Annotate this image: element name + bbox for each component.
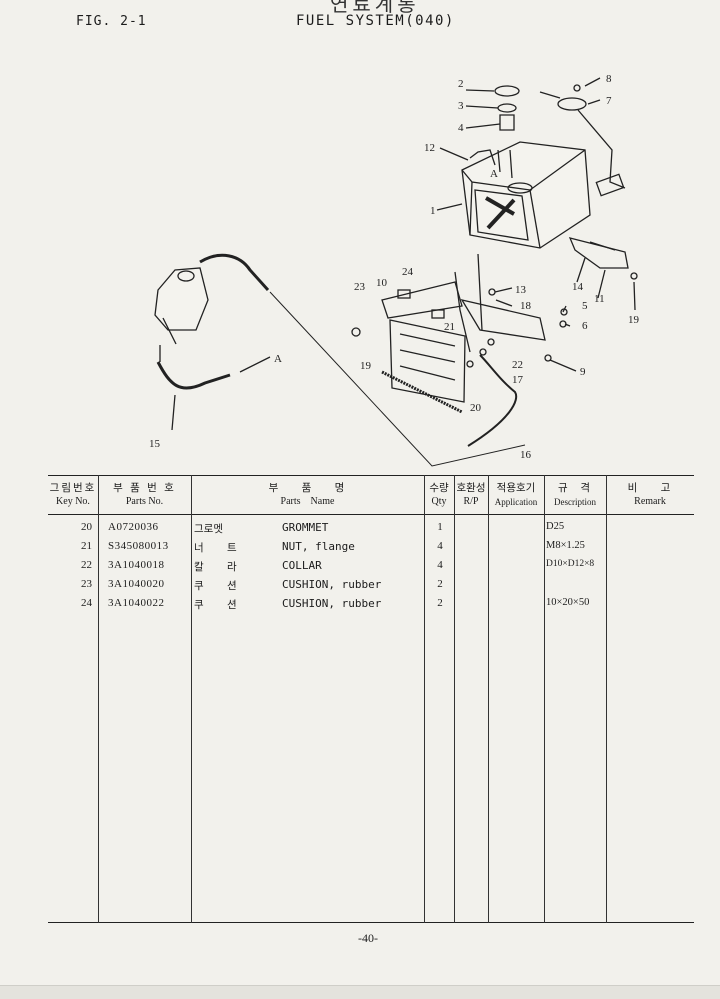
callout-4: 4	[458, 122, 464, 134]
callout-2: 2	[458, 78, 464, 90]
cell-qty: 4	[437, 540, 443, 552]
cell-key: 21	[81, 540, 92, 552]
callout-21: 21	[444, 321, 455, 333]
cell-name-en: COLLAR	[282, 559, 322, 572]
cell-key: 24	[81, 597, 92, 609]
callout-1: 1	[430, 205, 436, 217]
cell-qty: 2	[437, 597, 443, 609]
callout-13: 13	[515, 284, 527, 296]
callout-12: 12	[424, 142, 435, 154]
callout-9: 9	[580, 366, 586, 378]
figure-number: FIG. 2-1	[76, 14, 147, 29]
figure-title: FUEL SYSTEM(040)	[296, 13, 455, 29]
col-divider	[606, 475, 607, 923]
callout-6: 6	[582, 320, 588, 332]
callout-10: 10	[376, 277, 388, 289]
cell-qty: 2	[437, 578, 443, 590]
cell-part-no: 3A1040022	[108, 597, 165, 609]
cell-name-ko: 쿠 션	[194, 599, 247, 611]
callout-18: 18	[520, 300, 532, 312]
cell-name-ko: 칼 라	[194, 561, 247, 573]
cell-name-en: NUT, flange	[282, 540, 355, 553]
cell-part-no: 3A1040020	[108, 578, 165, 590]
page-number: -40-	[358, 931, 378, 945]
cell-name-ko: 쿠 션	[194, 580, 247, 592]
cell-description: M8×1.25	[546, 540, 585, 551]
cell-name-en: GROMMET	[282, 521, 329, 534]
cut-off-heading: 연료계통	[330, 0, 420, 16]
table-row: 21 S345080013 너 트 NUT, flange 4 M8×1.25	[48, 540, 694, 559]
callout-14: 14	[572, 281, 584, 293]
callout-A-tank: A	[490, 168, 498, 180]
callout-labels: 2 3 4 8 7 12 A 1 24 10 23 13 18 14 11 5 …	[149, 73, 640, 461]
table-header-rule	[48, 514, 694, 515]
cell-name-ko: 너 트	[194, 542, 247, 554]
table-row: 24 3A1040022 쿠 션 CUSHION, rubber 2 10×20…	[48, 597, 694, 616]
callout-16: 16	[520, 449, 532, 461]
cell-part-no: S345080013	[108, 540, 169, 552]
exploded-diagram: 2 3 4 8 7 12 A 1 24 10 23 13 18 14 11 5 …	[149, 73, 640, 467]
cell-description: 10×20×50	[546, 597, 590, 608]
cell-description: D10×D12×8	[546, 559, 595, 569]
fuel-tank-drawing	[154, 77, 638, 467]
callout-11: 11	[594, 293, 605, 305]
cell-name-ko: 그로멧	[194, 523, 223, 535]
cell-qty: 4	[437, 559, 443, 571]
callout-23: 23	[354, 281, 366, 293]
cell-key: 22	[81, 559, 92, 571]
callout-22: 22	[512, 359, 523, 371]
callout-7: 7	[606, 95, 612, 107]
cell-name-en: CUSHION, rubber	[282, 578, 382, 591]
callout-19-right: 19	[628, 314, 640, 326]
cell-name-en: CUSHION, rubber	[282, 597, 382, 610]
cell-key: 23	[81, 578, 92, 590]
col-divider	[424, 475, 425, 923]
callout-17: 17	[512, 374, 524, 386]
col-divider	[544, 475, 545, 923]
callout-A-filter: A	[274, 353, 282, 365]
col-divider	[191, 475, 192, 923]
callout-19-left: 19	[360, 360, 372, 372]
col-divider	[488, 475, 489, 923]
cell-part-no: A0720036	[108, 521, 159, 533]
callout-8: 8	[606, 73, 612, 85]
col-divider	[98, 475, 99, 923]
callout-15: 15	[149, 438, 161, 450]
cell-part-no: 3A1040018	[108, 559, 165, 571]
callout-20: 20	[470, 402, 482, 414]
callout-5: 5	[582, 300, 588, 312]
table-row: 20 A0720036 그로멧 GROMMET 1 D25	[48, 521, 694, 540]
cell-qty: 1	[437, 521, 443, 533]
cell-description: D25	[546, 521, 565, 532]
callout-24: 24	[402, 266, 414, 278]
table-row: 22 3A1040018 칼 라 COLLAR 4 D10×D12×8	[48, 559, 694, 578]
table-bottom-rule	[48, 922, 694, 923]
col-divider	[454, 475, 455, 923]
table-row: 23 3A1040020 쿠 션 CUSHION, rubber 2	[48, 578, 694, 597]
table-top-rule	[48, 475, 694, 476]
callout-3: 3	[458, 100, 464, 112]
cell-key: 20	[81, 521, 92, 533]
scan-bottom-edge	[0, 985, 720, 999]
